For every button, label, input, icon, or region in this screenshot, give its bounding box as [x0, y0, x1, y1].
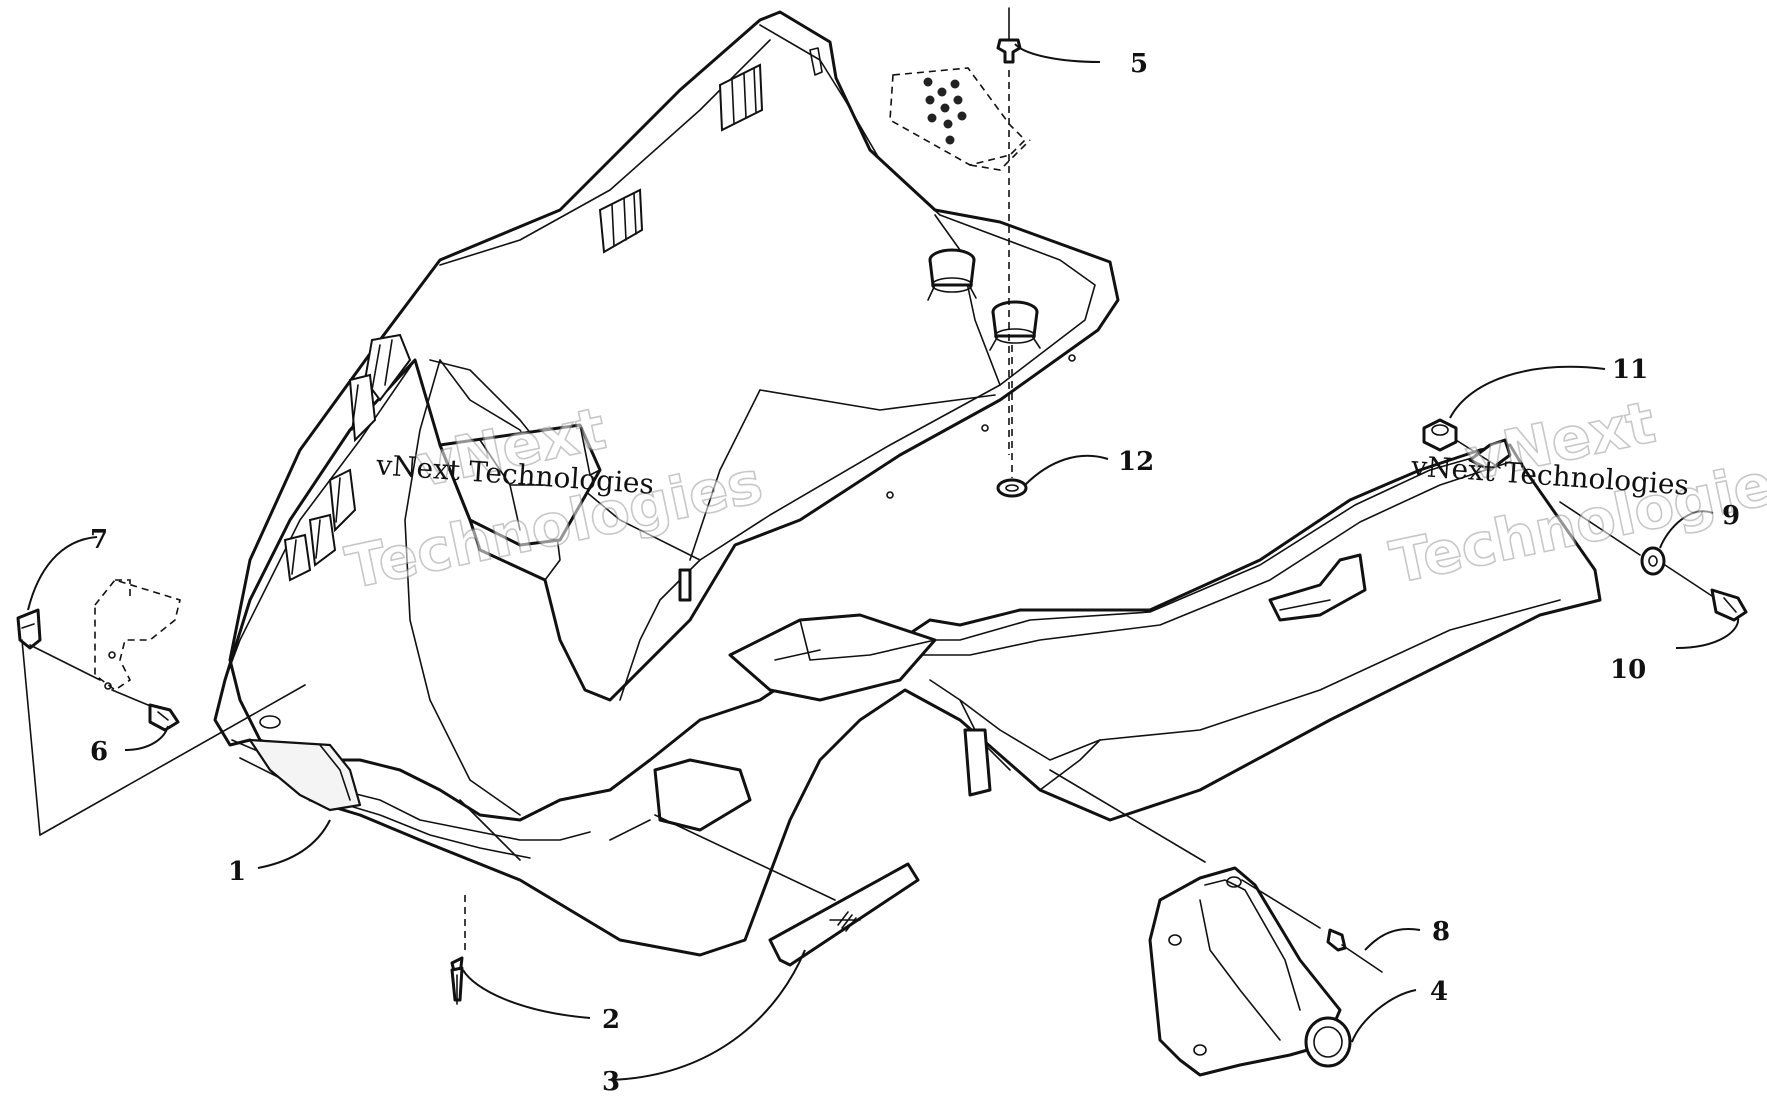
air-boot-part-4	[1049, 769, 1352, 1077]
callout-7: 7	[90, 525, 108, 555]
callout-8: 8	[1432, 917, 1450, 947]
bracket-part-7	[16, 579, 306, 836]
perforated-plate-ghost	[889, 67, 1031, 171]
washer-part-9	[1559, 501, 1666, 576]
leader-lines	[27, 43, 1740, 1081]
grommet-part-12	[996, 345, 1028, 498]
mount-boss-1	[927, 248, 977, 301]
callout-4: 4	[1430, 977, 1448, 1007]
callout-10: 10	[1610, 655, 1646, 685]
push-rivet-part-5	[996, 7, 1022, 455]
callout-3: 3	[602, 1067, 620, 1097]
vent-fins-left	[283, 333, 412, 582]
rivet-part-8	[1241, 879, 1383, 973]
mount-boss-2	[989, 300, 1041, 351]
screw-part-10	[1664, 564, 1748, 622]
screw-part-6	[111, 689, 180, 732]
callout-6: 6	[90, 737, 108, 767]
hood-part-1	[213, 10, 1602, 957]
callout-5: 5	[1130, 49, 1148, 79]
callout-2: 2	[602, 1005, 620, 1035]
callout-9: 9	[1722, 501, 1740, 531]
nut-part-11	[1422, 418, 1501, 469]
callout-1: 1	[228, 857, 246, 887]
callout-11: 11	[1612, 355, 1648, 385]
callout-12: 12	[1118, 447, 1154, 477]
vent-fins-upper	[598, 47, 823, 254]
decal-part-3	[654, 814, 920, 967]
rivet-part-2	[450, 895, 466, 1005]
